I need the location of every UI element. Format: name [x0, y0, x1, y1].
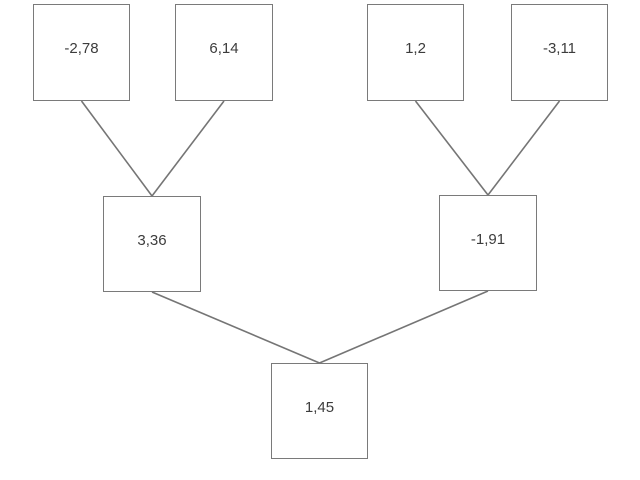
tree-node-root: 1,45 [271, 363, 368, 459]
tree-node-mid-right: -1,91 [439, 195, 537, 291]
node-value: 6,14 [209, 40, 239, 57]
tree-node-leaf-1: -2,78 [33, 4, 130, 101]
tree-node-leaf-4: -3,11 [511, 4, 608, 101]
node-value: 1,45 [304, 398, 335, 416]
connector-line [487, 100, 561, 196]
tree-node-leaf-3: 1,2 [367, 4, 464, 101]
node-value: -3,11 [542, 40, 577, 57]
node-value: 3,36 [137, 231, 167, 249]
connector-line [80, 100, 153, 197]
connector-line [414, 100, 489, 196]
connector-line [151, 100, 225, 197]
tree-node-mid-left: 3,36 [103, 196, 201, 292]
node-value: -1,91 [470, 230, 506, 248]
node-value: 1,2 [405, 40, 426, 57]
node-value: -2,78 [64, 40, 99, 57]
tree-node-leaf-2: 6,14 [175, 4, 273, 101]
connector-line [151, 291, 320, 364]
connector-line [319, 290, 489, 364]
